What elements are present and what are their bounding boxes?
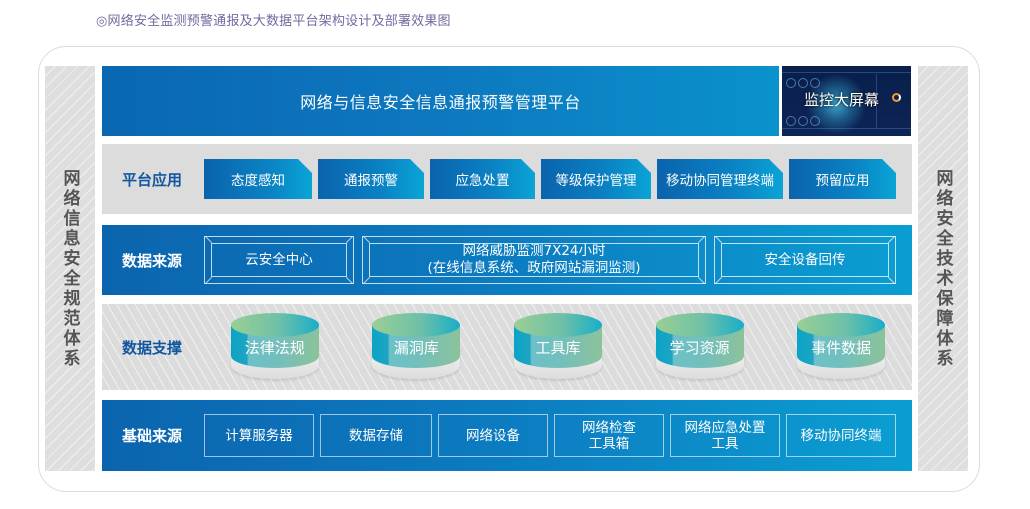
monitor-screen-thumbnail: 监控大屏幕 (782, 66, 911, 136)
database-label: 学习资源 (669, 339, 730, 357)
database-cylinder-icon: 法律法规 (230, 313, 319, 381)
platform-header-banner: 网络与信息安全信息通报预警管理平台 (102, 66, 779, 136)
base-box: 数据存储 (320, 414, 432, 457)
base-box: 网络应急处置 工具 (670, 414, 780, 457)
base-line1: 计算服务器 (225, 427, 293, 444)
row-label: 数据来源 (122, 251, 183, 270)
gauge-icon (798, 78, 808, 88)
base-box: 网络检查 工具箱 (554, 414, 664, 457)
screen-line (782, 128, 911, 129)
base-line2: 工具 (711, 435, 739, 452)
base-line1: 网络检查 (582, 419, 636, 436)
base-line1: 网络设备 (466, 427, 520, 444)
database-label: 法律法规 (244, 339, 305, 357)
row-label: 基础来源 (122, 427, 183, 445)
app-tab: 等级保护管理 (541, 159, 651, 199)
screen-line (782, 72, 911, 73)
screen-line (876, 74, 877, 128)
base-box: 网络设备 (438, 414, 548, 457)
gauge-icon (810, 78, 820, 88)
base-line2: 工具箱 (588, 435, 630, 452)
left-pillar-label: 网络信息安全规范体系 (59, 168, 80, 369)
row-label: 平台应用 (122, 170, 183, 189)
gauge-icon (786, 78, 796, 88)
database-cylinder-icon: 事件数据 (797, 313, 886, 381)
source-line2: (在线信息系统、政府网站漏洞监测) (427, 260, 641, 276)
database-slot: 漏洞库 (346, 313, 488, 381)
gauge-icon (786, 116, 796, 126)
base-line1: 网络应急处置 (684, 419, 766, 436)
right-pillar: 网络安全技术保障体系 (918, 66, 968, 471)
database-slot: 事件数据 (770, 313, 912, 381)
left-pillar: 网络信息安全规范体系 (45, 66, 95, 471)
source-line1: 安全设备回传 (764, 251, 846, 268)
base-box: 计算服务器 (204, 414, 314, 457)
monitor-label: 监控大屏幕 (804, 91, 880, 109)
row-data-sources: 数据来源 云安全中心 网络威胁监测7X24小时 (在线信息系统、政府网站漏洞监测… (102, 225, 912, 295)
app-tab: 预留应用 (789, 159, 896, 199)
database-cylinder-icon: 工具库 (513, 313, 602, 381)
database-cylinder-icon: 学习资源 (655, 313, 744, 381)
app-tab: 应急处置 (430, 159, 535, 199)
row-platform-apps: 平台应用 态度感知 通报预警 应急处置 等级保护管理 移动协同管理终端 预留应用 (102, 144, 912, 214)
source-box: 安全设备回传 (714, 235, 896, 285)
database-label: 工具库 (535, 339, 581, 357)
source-line1: 网络威胁监测7X24小时 (462, 243, 606, 259)
source-box: 云安全中心 (204, 235, 354, 285)
base-line1: 移动协同终端 (800, 427, 882, 444)
row-label: 数据支撑 (122, 338, 183, 357)
right-pillar-label: 网络安全技术保障体系 (932, 168, 953, 369)
row-data-support: 数据支撑 法律法规 漏洞库 工具库 学习资源 事件数据 (102, 304, 912, 390)
app-tab: 态度感知 (204, 159, 312, 199)
gauge-icon (798, 116, 808, 126)
base-line1: 数据存储 (349, 427, 403, 444)
database-slot: 学习资源 (629, 313, 771, 381)
figure-caption: ◎网络安全监测预警通报及大数据平台架构设计及部署效果图 (96, 14, 451, 29)
database-slot: 法律法规 (204, 313, 346, 381)
database-slot: 工具库 (487, 313, 629, 381)
source-box: 网络威胁监测7X24小时 (在线信息系统、政府网站漏洞监测) (362, 235, 706, 285)
database-label: 漏洞库 (393, 339, 439, 357)
base-box: 移动协同终端 (786, 414, 896, 457)
app-tab: 移动协同管理终端 (657, 159, 783, 199)
source-line1: 云安全中心 (245, 251, 313, 268)
platform-title: 网络与信息安全信息通报预警管理平台 (300, 93, 581, 112)
database-cylinder-icon: 漏洞库 (372, 313, 461, 381)
gauge-icon (810, 116, 820, 126)
app-tab: 通报预警 (318, 159, 424, 199)
donut-chart-icon (892, 93, 901, 102)
database-label: 事件数据 (811, 339, 872, 357)
row-base-sources: 基础来源 计算服务器 数据存储 网络设备 网络检查 工具箱 网络应急处置 工具 … (102, 400, 912, 471)
